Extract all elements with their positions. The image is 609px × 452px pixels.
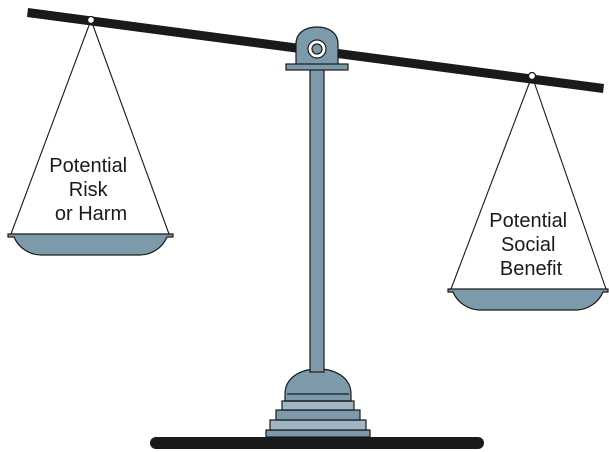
right-pan-label-line-1: Potential — [489, 210, 567, 232]
right-pan-dish — [447, 288, 609, 311]
left-pan-label-line-2: Risk — [69, 179, 109, 201]
right-pan-label-line-3: Benefit — [500, 258, 563, 280]
scale-pivot — [285, 26, 349, 71]
left-pan-dish — [7, 233, 174, 256]
svg-text:Potential Social B: Potential Social Benefit — [489, 210, 572, 280]
scale-pedestal — [265, 368, 371, 438]
left-pan: Potential Risk or Harm — [7, 15, 174, 256]
left-pan-string-right — [90, 19, 170, 235]
scale-post — [309, 63, 325, 373]
right-pan: Potential Social Benefit — [447, 71, 609, 311]
svg-text:Potential Risk or: Potential Risk or Harm — [49, 155, 132, 225]
right-pan-string-right — [531, 75, 607, 290]
right-pan-hook — [527, 71, 537, 81]
right-pan-label-line-2: Social — [501, 234, 555, 256]
right-pan-string-left — [450, 75, 533, 290]
left-pan-string-left — [10, 19, 92, 235]
scale-base-plate — [150, 437, 484, 449]
left-pan-label-line-1: Potential — [49, 155, 127, 177]
left-pan-hook — [86, 15, 96, 25]
left-pan-label-line-3: or Harm — [55, 203, 127, 225]
